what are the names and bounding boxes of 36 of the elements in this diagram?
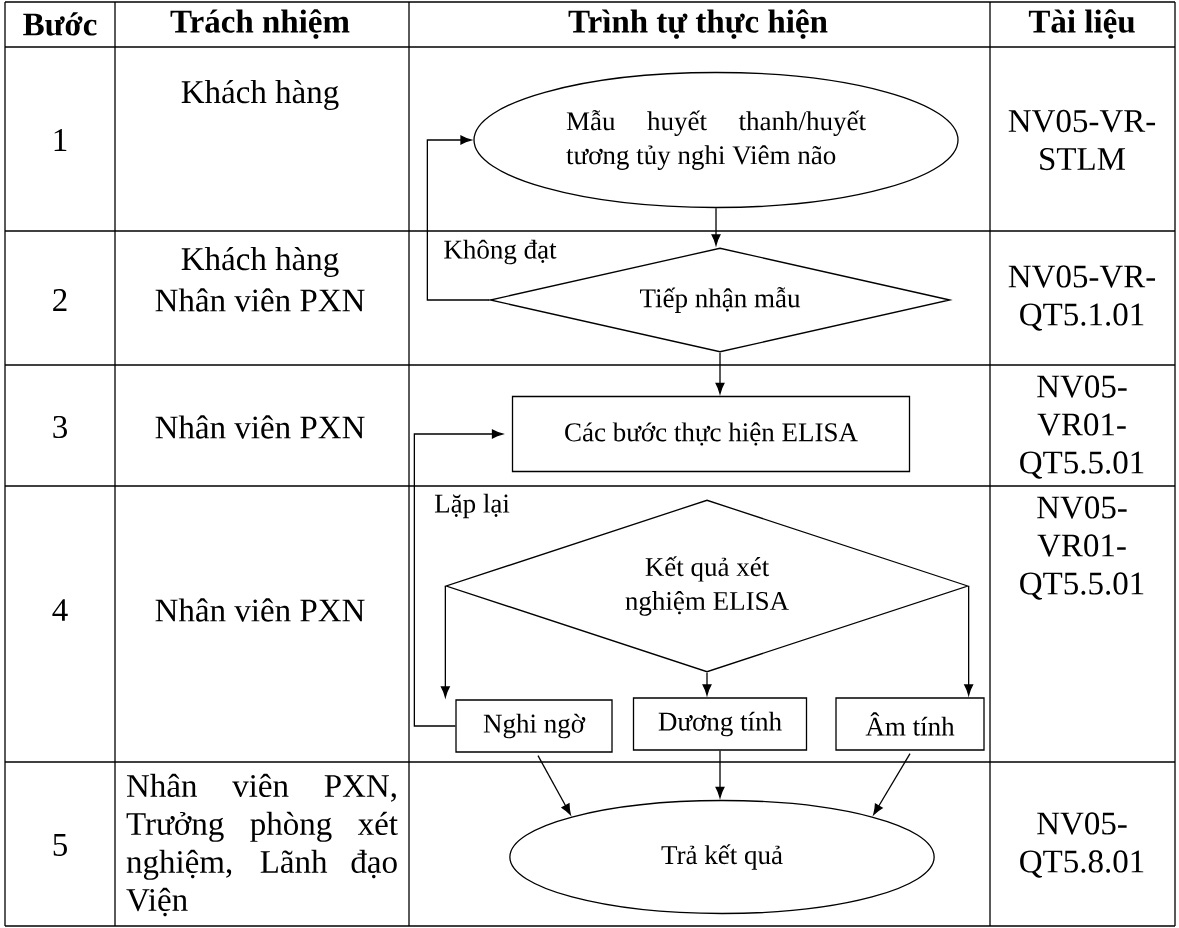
process-box: Âm tính bbox=[835, 697, 985, 751]
column-header: Tài liệu bbox=[1028, 9, 1135, 39]
document-code: NV05-VR01-QT5.5.01 bbox=[1020, 496, 1144, 600]
step-number: 2 bbox=[53, 289, 67, 311]
responsible-party: Khách hàng bbox=[181, 79, 339, 111]
process-box: Nghi ngờ bbox=[455, 699, 613, 753]
arrow bbox=[711, 207, 721, 246]
arrow bbox=[426, 135, 490, 301]
arrow bbox=[413, 429, 503, 727]
arrow bbox=[964, 585, 974, 696]
process-box: Các bước thực hiện ELISA bbox=[511, 395, 911, 473]
responsible-party: Nhân viên PXN bbox=[155, 415, 365, 439]
ellipse-node: Mẫu huyết thanh/huyết tương tủy nghi Viêm não bbox=[473, 71, 959, 209]
arrow bbox=[440, 585, 450, 698]
step-number: 4 bbox=[52, 599, 68, 621]
ellipse-node: Trả kết quả bbox=[509, 799, 935, 915]
responsible-party: Nhân viên PXN bbox=[155, 598, 365, 622]
document-code: NV05-VR-STLM bbox=[1008, 109, 1156, 171]
responsible-party: Khách hàng bbox=[181, 246, 339, 278]
arrow bbox=[537, 755, 571, 815]
responsible-party: Nhân viên PXN bbox=[155, 288, 365, 312]
column-header: Trách nhiệm bbox=[170, 9, 350, 39]
arrow bbox=[702, 672, 712, 696]
process-box: Dương tính bbox=[632, 697, 808, 751]
step-number: 3 bbox=[53, 415, 67, 439]
step-number: 1 bbox=[54, 129, 67, 151]
column-header: Bước bbox=[23, 12, 97, 36]
document-code: NV05-QT5.8.01 bbox=[1020, 812, 1144, 878]
column-header: Trình tự thực hiện bbox=[568, 9, 828, 39]
arrow bbox=[715, 750, 725, 798]
arrow bbox=[873, 753, 911, 815]
document-code: NV05-VR01-QT5.5.01 bbox=[1020, 375, 1144, 479]
step-number: 5 bbox=[53, 834, 67, 856]
responsible-party: Nhân viên PXN, Trưởng phòng xét nghiệm, Lãnh đạo Viện bbox=[126, 773, 398, 917]
arrow bbox=[715, 352, 725, 394]
document-code: NV05-VR-QT5.1.01 bbox=[1008, 265, 1156, 331]
